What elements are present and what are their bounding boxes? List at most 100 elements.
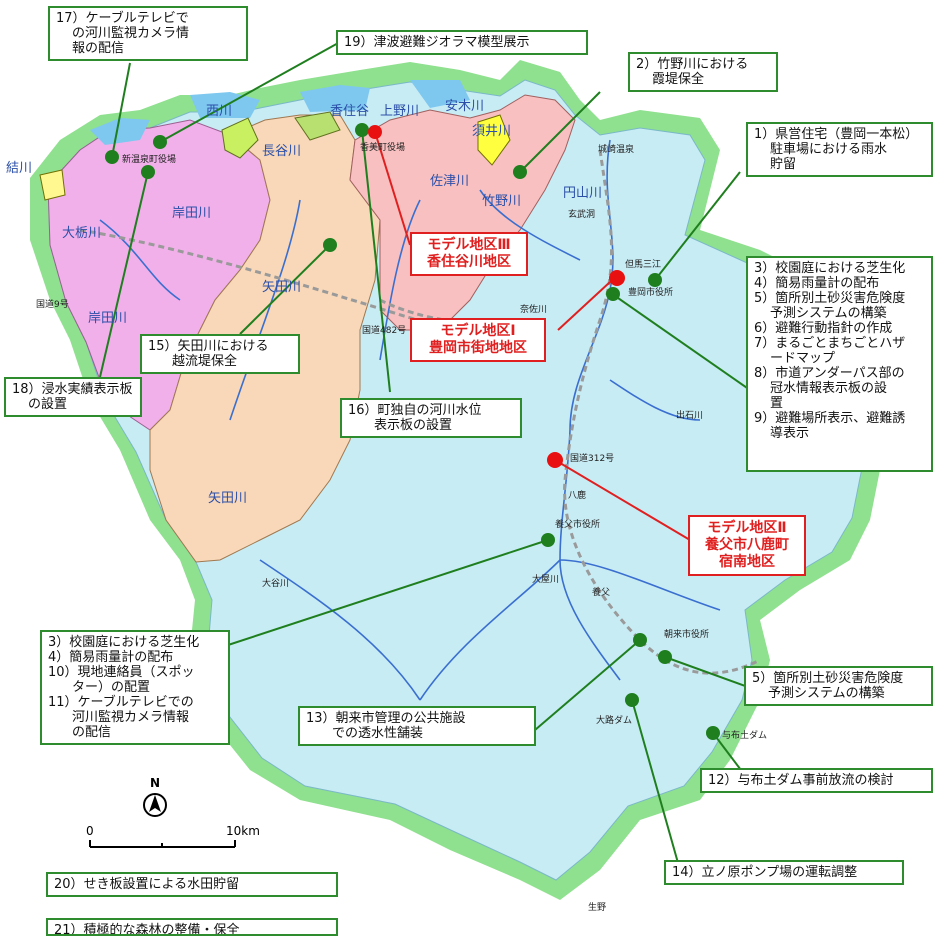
callout-12: 12）与布土ダム事前放流の検討	[700, 768, 933, 793]
callout-13-line-1: 13）朝来市管理の公共施設	[306, 711, 466, 726]
place-yofudo-dam: 与布土ダム	[722, 731, 768, 741]
marker-16	[355, 123, 369, 137]
model-district-1-line-1: モデル地区Ⅰ	[440, 323, 516, 339]
callout-3b-line-4: ター）の配置	[72, 680, 151, 695]
callout-3-to-9-line-2: 4）簡易雨量計の配布	[754, 276, 880, 291]
marker-14	[625, 693, 639, 707]
place-ohoso: 大屋川	[532, 575, 560, 585]
place-kinosaki: 城崎温泉	[598, 145, 635, 155]
callout-3-to-9-line-7: ードマップ	[770, 351, 836, 366]
model-district-1: モデル地区Ⅰ 豊岡市街地地区	[410, 318, 546, 362]
marker-5	[658, 650, 672, 664]
callout-3-to-9-line-1: 3）校園庭における芝生化	[754, 261, 906, 276]
marker-3to9	[606, 287, 620, 301]
callout-19: 19）津波避難ジオラマ模型展示	[336, 30, 588, 55]
callout-18-line-2: の設置	[28, 397, 68, 412]
coastal-blue-1	[90, 118, 150, 145]
place-izushi: 出石川	[676, 411, 704, 421]
callout-18: 18）浸水実績表示板 の設置	[4, 377, 142, 417]
river-label-kishida-2: 岸田川	[88, 311, 128, 326]
callout-3-to-9-line-8: 8）市道アンダーパス部の	[754, 366, 905, 381]
callout-17-line-2: の河川監視カメラ情	[72, 26, 190, 41]
green-markers	[105, 123, 720, 740]
river-label-kishida: 岸田川	[172, 206, 212, 221]
marker-model-3	[368, 125, 382, 139]
marker-12	[706, 726, 720, 740]
red-markers	[368, 125, 625, 468]
model-district-2-line-2: 養父市八鹿町	[705, 537, 789, 553]
coastal-blue-4	[410, 80, 470, 108]
place-genbudo: 玄武洞	[568, 210, 596, 220]
callout-3-to-9-line-10: 置	[770, 396, 784, 411]
model-district-2: モデル地区Ⅱ 養父市八鹿町 宿南地区	[688, 515, 806, 576]
leader-lines	[99, 41, 771, 871]
callout-3b-line-6: 河川監視カメラ情報	[72, 710, 190, 725]
marker-model-2	[547, 452, 563, 468]
place-asago-office: 朝来市役所	[664, 630, 710, 640]
place-nara: 奈佐川	[520, 305, 548, 315]
callout-3-to-9-line-4: 予測システムの構築	[770, 306, 887, 321]
place-yabu: 養父	[592, 588, 611, 598]
callout-15-line-1: 15）矢田川における	[148, 339, 269, 354]
model-leader-lines	[374, 131, 691, 541]
callout-12-line-1: 12）与布土ダム事前放流の検討	[708, 773, 894, 788]
callout-20-line-1: 20）せき板設置による水田貯留	[54, 877, 240, 892]
river-label-ootochi: 大栃川	[62, 226, 102, 241]
callout-18-line-1: 18）浸水実績表示板	[12, 382, 133, 397]
place-rt312: 国道312号	[570, 454, 615, 464]
callout-13-line-2: での透水性舗装	[332, 726, 424, 741]
river-label-takeno: 竹野川	[482, 194, 522, 209]
coastal-green-2	[294, 111, 341, 141]
callout-21-line-1: 21）積極的な森林の整備・保全	[54, 923, 240, 936]
marker-17	[105, 150, 119, 164]
river-label-yasu: 安木川	[445, 99, 485, 114]
place-yabu-office: 養父市役所	[555, 520, 601, 530]
model-district-3-line-1: モデル地区Ⅲ	[427, 237, 511, 253]
river-label-yusu: 結川	[6, 161, 33, 176]
marker-13	[633, 633, 647, 647]
scale-label-zero: 0	[86, 824, 94, 838]
place-kami-office: 香美町役場	[360, 143, 406, 153]
callout-15-line-2: 越流堤保全	[172, 354, 238, 369]
place-ikuno: 生野	[588, 903, 607, 913]
callout-1-line-2: 駐車場における雨水	[770, 142, 888, 157]
place-rt9: 国道9号	[36, 300, 69, 310]
callout-3b: 3）校園庭における芝生化 4）簡易雨量計の配布 10）現地連絡員（スポッ ター）…	[40, 630, 230, 745]
scale-bar	[89, 840, 236, 848]
north-label: N	[150, 776, 161, 790]
marker-19	[153, 135, 167, 149]
river-label-hasegawa: 長谷川	[262, 144, 302, 159]
place-sanko: 但馬三江	[625, 260, 662, 270]
callout-16: 16）町独自の河川水位 表示板の設置	[340, 398, 522, 438]
scale-label-ten: 10km	[226, 824, 260, 838]
river-label-maruyama: 円山川	[563, 186, 603, 201]
callout-5: 5）箇所別土砂災害危険度 予測システムの構築	[744, 666, 933, 706]
river-label-sumi: 香住谷	[330, 104, 370, 119]
place-toyooka-office: 豊岡市役所	[628, 288, 674, 298]
callout-17: 17）ケーブルテレビで の河川監視カメラ情 報の配信	[48, 6, 248, 61]
callout-3b-line-3: 10）現地連絡員（スポッ	[48, 665, 195, 680]
callout-17-line-1: 17）ケーブルテレビで	[56, 11, 189, 26]
callout-16-line-2: 表示板の設置	[374, 418, 453, 433]
callout-2-line-2: 霞堤保全	[652, 72, 705, 87]
marker-18	[141, 165, 155, 179]
callout-1: 1）県営住宅（豊岡一本松） 駐車場における雨水 貯留	[746, 122, 933, 177]
callout-15: 15）矢田川における 越流堤保全	[140, 334, 300, 374]
river-label-sazu: 佐津川	[430, 174, 470, 189]
place-oomichi-dam: 大路ダム	[596, 716, 633, 726]
place-shinonsen-office: 新温泉町役場	[122, 155, 177, 165]
coastal-yellow	[477, 114, 511, 166]
coastal-green	[221, 117, 259, 159]
river-label-sugawa: 須井川	[472, 124, 512, 139]
coastal-yellow-2	[39, 169, 66, 201]
model-district-1-line-2: 豊岡市街地地区	[429, 340, 527, 356]
place-rt482: 国道482号	[362, 326, 407, 336]
marker-3b	[541, 533, 555, 547]
callout-1-line-1: 1）県営住宅（豊岡一本松）	[754, 127, 919, 142]
marker-model-1	[609, 270, 625, 286]
callout-2: 2）竹野川における 霞堤保全	[628, 52, 778, 92]
north-arrow-icon	[143, 793, 167, 817]
callout-1-line-3: 貯留	[770, 157, 797, 172]
model-district-2-line-1: モデル地区Ⅱ	[707, 520, 787, 536]
